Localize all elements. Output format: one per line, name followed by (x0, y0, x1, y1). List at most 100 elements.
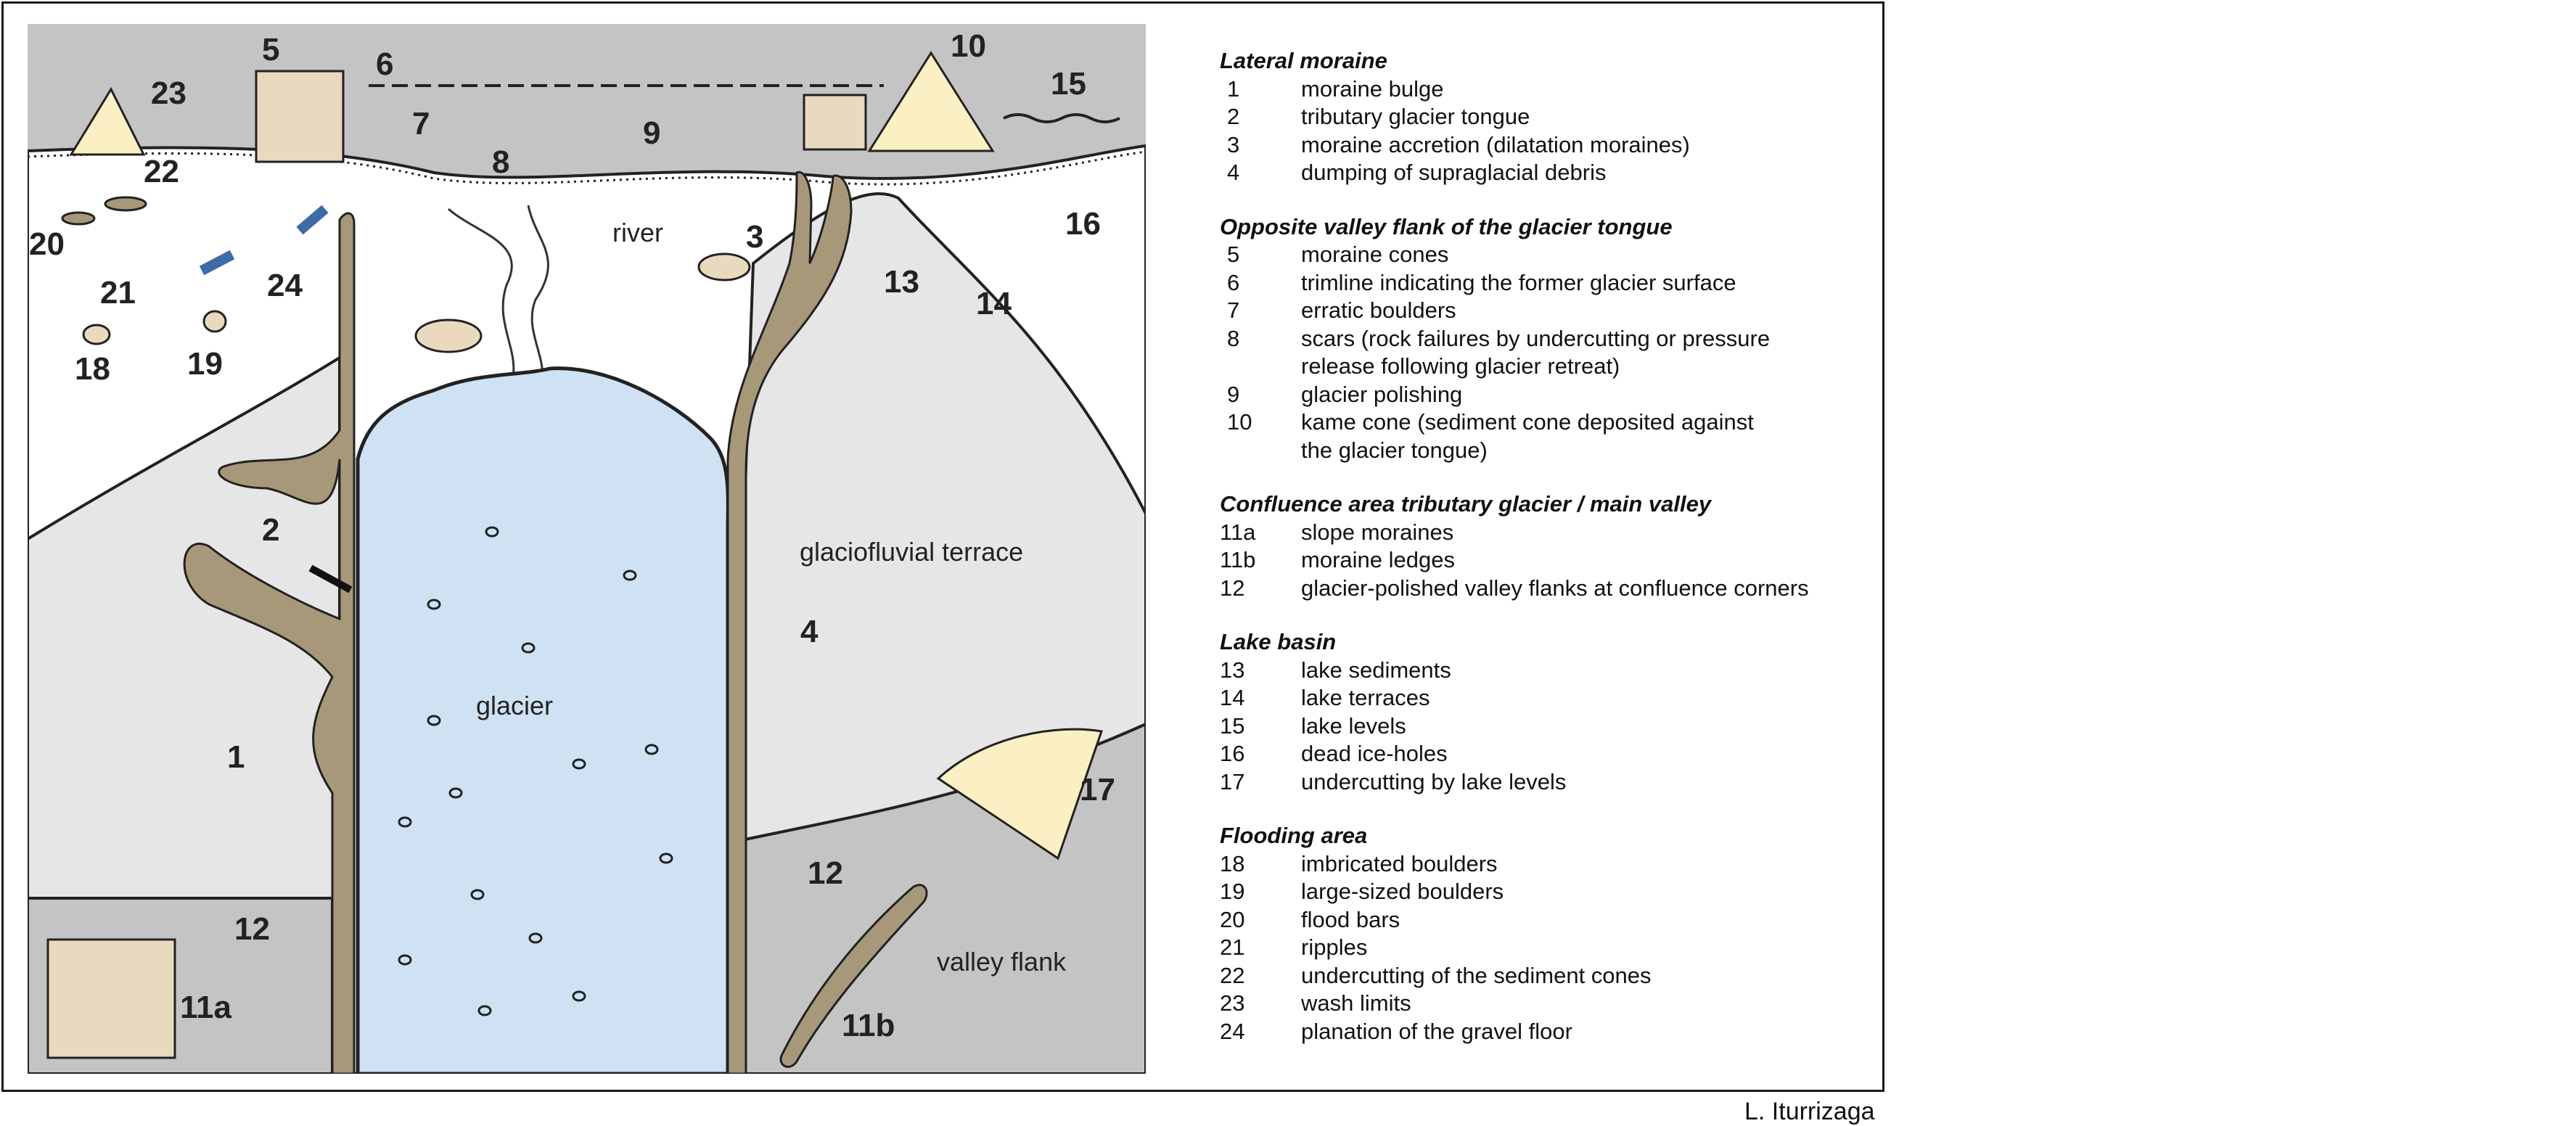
legend-item-line: wash limits (1301, 990, 1411, 1016)
legend-item-line: lake sediments (1301, 657, 1451, 683)
legend-item: 9 glacier polishing (1220, 381, 1873, 409)
slope-moraine-block (46, 938, 176, 1059)
flood-bar (104, 196, 147, 212)
legend-item: 6 trimline indicating the former glacier … (1220, 269, 1873, 297)
legend-item-line: kame cone (sediment cone deposited again… (1301, 409, 1754, 435)
legend-item-number: 17 (1220, 768, 1245, 794)
floor-edge-hatch (28, 150, 1146, 186)
legend-item: 7 erratic boulders (1220, 297, 1873, 325)
legend-section-title: Lateral moraine (1220, 48, 1387, 73)
boulder (697, 252, 751, 282)
label-9: 9 (643, 115, 660, 151)
right-lateral-moraine (726, 170, 853, 1074)
legend-item-text: tributary glacier tongue (1301, 103, 1873, 131)
glacier (356, 366, 730, 1074)
legend-item-text: lake levels (1301, 712, 1873, 741)
label-18: 18 (75, 351, 110, 387)
legend-item-line: the glacier tongue) (1301, 437, 1488, 463)
legend-item-text: moraine cones (1301, 241, 1873, 269)
legend-item-text: lake terraces (1301, 684, 1873, 712)
legend-item-number: 9 (1227, 381, 1240, 407)
kame-cone (867, 51, 995, 152)
legend-item-line: dumping of supraglacial debris (1301, 160, 1607, 185)
legend-item: 22 undercutting of the sediment cones (1220, 962, 1873, 990)
legend-item-text: glacier polishing (1301, 381, 1873, 409)
legend-item-line: trimline indicating the former glacier s… (1301, 269, 1736, 295)
left-slope (28, 355, 341, 1074)
legend-item: 21 ripples (1220, 934, 1873, 962)
label-19: 19 (187, 346, 223, 382)
legend-item-number: 6 (1227, 269, 1240, 295)
legend-item-line: large-sized boulders (1301, 879, 1504, 904)
label-valley-flank: valley flank (937, 947, 1067, 977)
legend-item-line: flood bars (1301, 906, 1400, 932)
legend-item-number: 21 (1220, 934, 1245, 960)
label-11b: 11b (842, 1008, 895, 1043)
legend-item-text: flood bars (1301, 906, 1873, 934)
legend-item-number: 11b (1220, 547, 1256, 572)
legend-item-text: erratic boulders (1301, 297, 1873, 325)
legend-item-text: glacier-polished valley flanks at conflu… (1301, 575, 1873, 603)
planation-arrow (199, 250, 235, 276)
legend-item-number: 4 (1227, 160, 1240, 185)
legend-item-number: 22 (1220, 962, 1245, 988)
legend-item-line: release following glacier retreat) (1301, 353, 1620, 379)
legend-item-line: lake levels (1301, 712, 1406, 739)
label-21: 21 (100, 275, 136, 311)
legend-item: 1 moraine bulge (1220, 75, 1873, 104)
legend-item-line: erratic boulders (1301, 297, 1456, 323)
legend-item-number: 7 (1227, 297, 1240, 323)
label-14: 14 (976, 286, 1012, 321)
legend-item: 13 lake sediments (1220, 657, 1873, 685)
label-terrace: glaciofluvial terrace (800, 537, 1023, 567)
legend-item-number: 1 (1227, 75, 1240, 102)
legend-item-number: 24 (1220, 1018, 1245, 1044)
legend-item-line: planation of the gravel floor (1301, 1018, 1572, 1044)
legend-item-text: wash limits (1301, 990, 1873, 1018)
legend-item-line: dead ice-holes (1301, 741, 1448, 766)
legend-item-text: ripples (1301, 934, 1873, 962)
legend-item-number: 23 (1220, 990, 1245, 1016)
legend-item-line: ripples (1301, 934, 1368, 960)
legend-item-number: 13 (1220, 657, 1245, 683)
left-lateral-moraine (183, 212, 356, 1074)
label-22: 22 (144, 154, 179, 189)
legend-item-number: 19 (1220, 879, 1245, 904)
label-17: 17 (1080, 772, 1115, 807)
moraine-ledge (779, 884, 928, 1068)
planation-arrow (296, 205, 329, 235)
legend-item-text: dumping of supraglacial debris (1301, 159, 1873, 187)
undercut-cone (936, 728, 1103, 860)
legend-item-line: lake terraces (1301, 685, 1430, 710)
label-15: 15 (1051, 66, 1086, 102)
legend-item-number: 2 (1227, 104, 1240, 129)
legend-item-text: trimline indicating the former glacier s… (1301, 269, 1873, 297)
label-3: 3 (746, 219, 763, 255)
legend-item: 2 tributary glacier tongue (1220, 103, 1873, 131)
legend-section-title: Flooding area (1220, 823, 1368, 848)
legend-item-text: moraine bulge (1301, 75, 1873, 104)
legend-item: 23 wash limits (1220, 990, 1873, 1018)
legend-item-number: 12 (1220, 575, 1245, 601)
label-2: 2 (262, 512, 279, 548)
legend-item-text: undercutting of the sediment cones (1301, 962, 1873, 990)
legend-item-number: 11a (1220, 519, 1256, 545)
lake-levels (1003, 113, 1120, 123)
legend-item: 4 dumping of supraglacial debris (1220, 159, 1873, 187)
label-river: river (612, 218, 663, 247)
label-23: 23 (151, 75, 186, 111)
legend-section: Opposite valley flank of the glacier ton… (1220, 213, 1873, 465)
legend-item-line: glacier-polished valley flanks at conflu… (1301, 575, 1809, 601)
